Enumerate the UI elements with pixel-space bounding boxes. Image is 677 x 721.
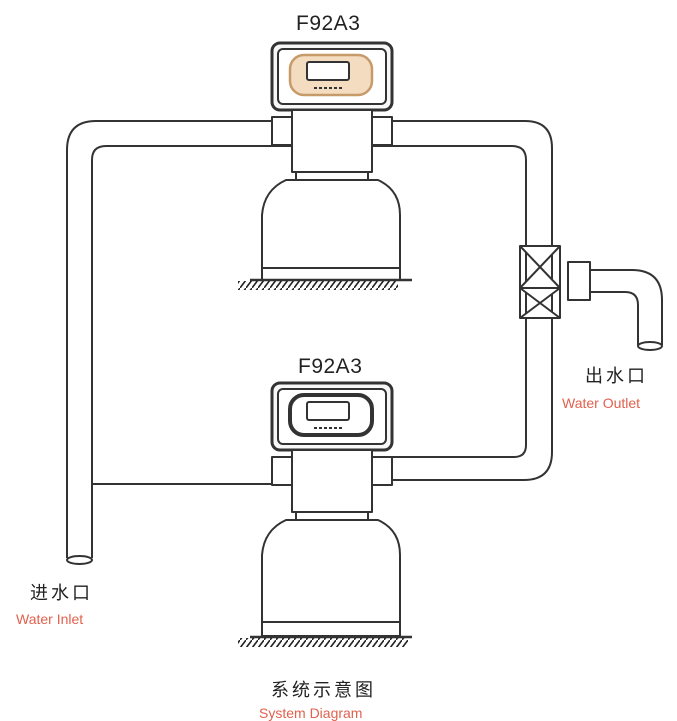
outer-pipe	[66, 120, 553, 558]
bottom-tank	[261, 519, 401, 623]
outlet-pipe	[567, 261, 663, 351]
caption-en: System Diagram	[259, 705, 363, 721]
bottom-unit-model-label: F92A3	[298, 355, 363, 378]
inlet-label-cn: 进水口	[30, 583, 93, 604]
caption-cn: 系统示意图	[271, 680, 376, 701]
top-softener-unit	[238, 41, 412, 290]
inner-pipe	[91, 145, 527, 558]
top-unit-model-label: F92A3	[296, 12, 361, 35]
pipe-network	[66, 120, 553, 565]
top-ground-hatch	[238, 281, 398, 290]
outlet-label-cn: 出水口	[585, 366, 648, 387]
bottom-ground-hatch	[238, 638, 408, 647]
outlet-valve	[519, 245, 561, 319]
outlet-label-en: Water Outlet	[562, 395, 641, 411]
inlet-pipe-end	[66, 555, 93, 565]
inlet-label-en: Water Inlet	[16, 611, 84, 627]
top-tank	[261, 179, 401, 269]
bottom-softener-unit	[238, 381, 412, 647]
